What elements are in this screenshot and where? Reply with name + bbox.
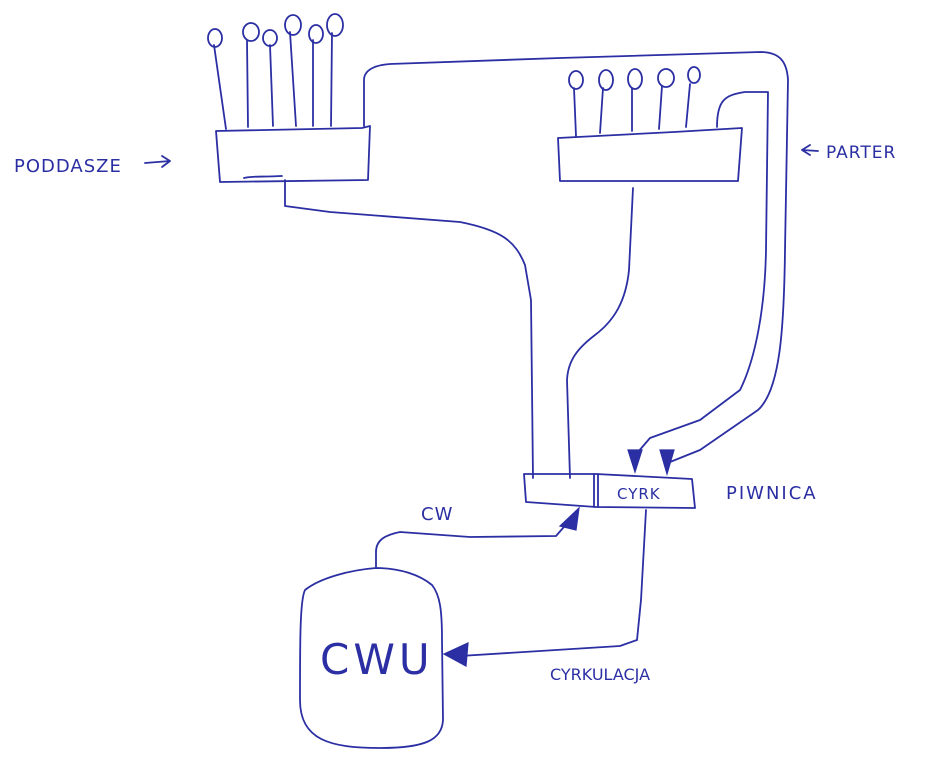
tap-icon: [568, 70, 584, 90]
attic-label: PODDASZE: [14, 156, 122, 177]
hot-water-tank: CWU: [299, 567, 444, 749]
ground-floor-outlet-4: [658, 85, 663, 130]
hot-water-line: CW: [375, 504, 580, 568]
tap-icon: [326, 13, 344, 37]
ground-floor-circulation-pipe: [637, 91, 769, 453]
attic-outlet-4: [289, 31, 297, 127]
tap-icon: [284, 14, 302, 36]
ground-floor-supply-pipe: [566, 187, 634, 479]
tap-icon: [242, 22, 260, 42]
tap-icon: [262, 29, 278, 47]
pipes: [284, 51, 789, 479]
ground-floor-label: PARTER: [826, 143, 896, 163]
attic-outlets: [207, 13, 344, 130]
arrow-left-icon: [801, 144, 819, 156]
cold-water-label: CW: [421, 504, 453, 525]
attic-outlet-2: [246, 39, 249, 128]
ground-floor-outlet-2: [599, 87, 604, 134]
tap-icon: [308, 24, 324, 44]
tap-icon: [627, 68, 643, 90]
attic-outlet-3: [269, 44, 274, 127]
arrow-down-icon: [659, 449, 675, 477]
attic-outlet-1: [213, 44, 227, 130]
arrow-left-icon: [442, 642, 469, 667]
basement-label: PIWNICA: [726, 483, 818, 504]
attic-circulation-pipe: [363, 51, 789, 463]
ground-floor-outlet-5: [685, 83, 691, 128]
tap-icon: [598, 69, 614, 91]
tap-icon: [657, 68, 675, 88]
hot-water-tank-shape: [299, 567, 444, 749]
circulation-label: CYRKULACJA: [550, 665, 650, 684]
ground-floor-outlets: [568, 66, 701, 137]
ground-floor-manifold: PARTER: [557, 66, 896, 182]
arrow-down-icon: [627, 449, 643, 474]
arrow-up-icon: [558, 506, 580, 531]
ground-floor-outlet-1: [573, 87, 577, 137]
ground-floor-manifold-box: [557, 127, 743, 182]
circulation-section-label: CYRK: [617, 485, 661, 503]
basement-manifold: CYRK PIWNICA: [523, 473, 818, 509]
basement-manifold-box: [523, 473, 696, 509]
hot-water-tank-label: CWU: [320, 635, 434, 684]
attic-manifold-box: [215, 125, 371, 183]
circulation-pipe: [459, 509, 647, 657]
manifold-divider: [593, 473, 599, 508]
attic-outlet-6: [330, 32, 333, 127]
tap-icon: [687, 66, 701, 84]
arrow-right-icon: [144, 155, 171, 168]
circulation-line: CYRKULACJA: [442, 509, 650, 684]
hot-water-pipe: [375, 519, 571, 568]
attic-supply-pipe: [284, 179, 534, 479]
attic-manifold: PODDASZE: [14, 13, 371, 183]
tap-icon: [207, 28, 223, 48]
